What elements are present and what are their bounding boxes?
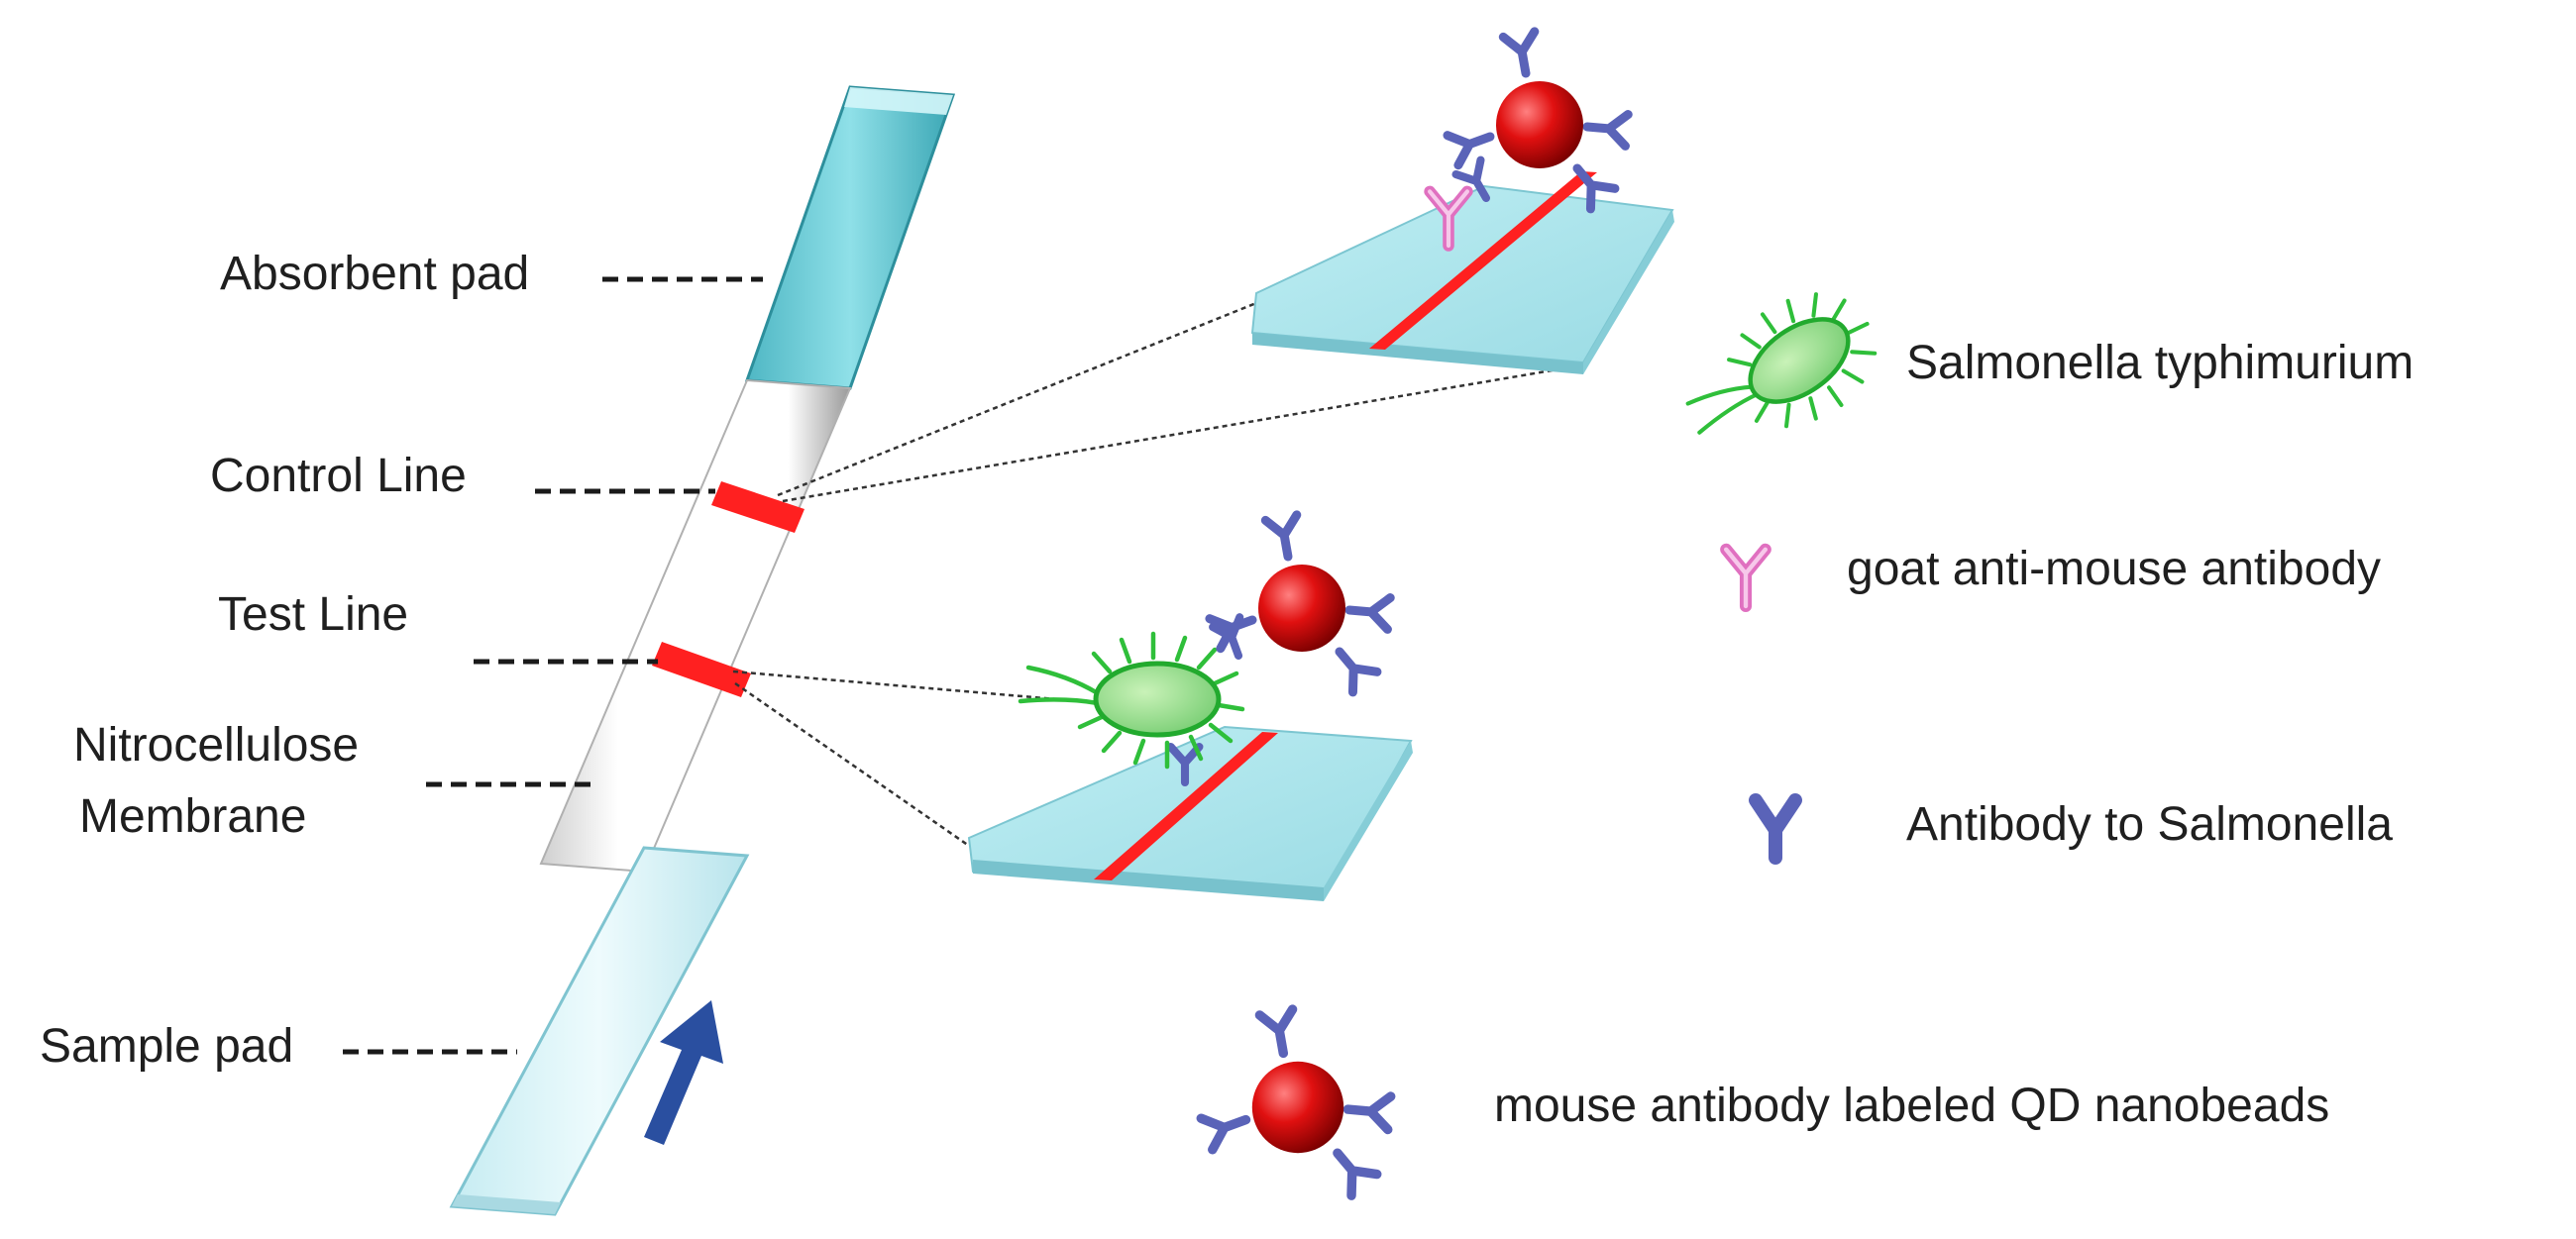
legend-qd-nanobeads: mouse antibody labeled QD nanobeads	[1494, 1080, 2329, 1132]
goat-antibody-icon	[1726, 550, 1766, 606]
zoom-lines	[732, 301, 1576, 848]
control-line-mark	[711, 481, 805, 533]
flow-arrow-icon	[644, 1000, 723, 1145]
test-zone-detail	[967, 515, 1413, 901]
sample-pad	[449, 846, 750, 1216]
test-line-mark	[652, 642, 751, 697]
test-strip	[449, 85, 956, 1216]
label-sample-pad: Sample pad	[40, 1020, 293, 1073]
legend-goat-antibody: goat anti-mouse antibody	[1847, 543, 2381, 595]
label-membrane: Membrane	[79, 790, 306, 843]
legend-salmonella: Salmonella typhimurium	[1906, 337, 2414, 389]
control-zone-detail	[1250, 32, 1674, 374]
qd-nanobead-icon	[1201, 1009, 1390, 1195]
nitrocellulose-membrane	[539, 378, 852, 874]
label-test-line: Test Line	[218, 588, 408, 641]
bacteria-icon	[1664, 268, 1896, 480]
label-absorbent-pad: Absorbent pad	[220, 248, 529, 300]
strip-labels: Absorbent pad Control Line Test Line Nit…	[40, 248, 763, 1073]
absorbent-pad	[744, 85, 956, 390]
label-nitrocellulose: Nitrocellulose	[73, 719, 359, 772]
salmonella-antibody-icon	[1749, 793, 1802, 865]
legend-antibody-salmonella: Antibody to Salmonella	[1906, 798, 2393, 851]
label-control-line: Control Line	[210, 450, 467, 502]
legend: Salmonella typhimurium goat anti-mouse a…	[1201, 268, 2414, 1195]
